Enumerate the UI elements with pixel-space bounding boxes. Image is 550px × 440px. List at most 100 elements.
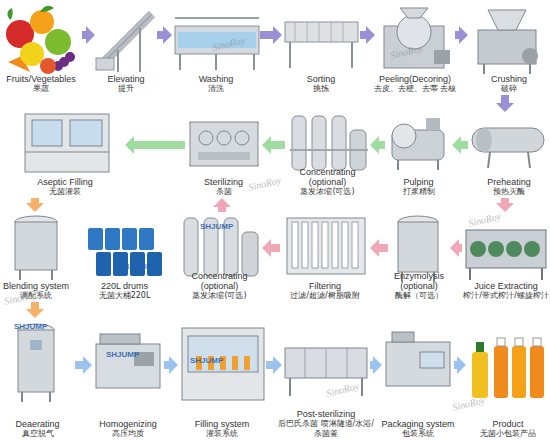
aseptic-filler-picture [32, 120, 62, 146]
belt-press-picture [470, 241, 486, 257]
step-caption: Concentrating (optional)蒸发浓缩(可选) [281, 167, 374, 197]
filling-machine-picture [232, 356, 238, 370]
packaging-machine-picture [386, 332, 450, 386]
watermark: SinoRoy [211, 34, 246, 53]
sorter-picture [285, 22, 358, 68]
process-step: Elevating提升 [95, 0, 157, 95]
watermark: SinoRoy [247, 174, 282, 193]
drums-picture [122, 228, 137, 250]
step-name-zh: 果蔬 [0, 84, 86, 94]
step-name-zh: 包装系统 [378, 429, 458, 439]
sterilizer-picture [198, 152, 250, 160]
flow-arrow [370, 136, 385, 154]
homogenizer-picture [134, 352, 154, 366]
filter-picture [332, 222, 338, 268]
process-step: 220L drums无菌大桶220L [82, 212, 167, 302]
process-step: Washing清洗 [172, 0, 260, 95]
product-bottles-picture [530, 346, 544, 398]
product-bottles-picture [472, 338, 544, 398]
sterilizer-picture [190, 122, 258, 166]
product-bottles-picture [472, 352, 488, 398]
flow-arrow [360, 26, 375, 44]
filling-machine-picture [182, 328, 264, 400]
preheater-picture [472, 128, 544, 168]
elevator-picture [139, 28, 141, 72]
step-name-zh: 真空脱气 [0, 429, 79, 439]
pulper-picture [397, 160, 399, 170]
product-bottles-picture [533, 338, 541, 346]
crusher-picture [522, 48, 538, 64]
tunnel-picture [285, 348, 367, 396]
process-step: Sterilizing杀菌 [185, 112, 262, 198]
watermark: SHJUMP [118, 262, 151, 271]
fruit-picture [65, 52, 75, 62]
homogenizer-picture [100, 334, 140, 344]
tunnel-picture [305, 348, 306, 378]
step-name-zh: 后巴氏杀菌 喷淋隧道/水浴/杀菌釜 [278, 419, 374, 439]
sorter-picture [307, 22, 308, 42]
filter-picture [312, 222, 318, 268]
process-step: Preheating预热灭酶 [468, 112, 550, 198]
step-name: 220L drums [78, 281, 171, 291]
process-step: Crushing破碎 [468, 0, 550, 95]
flow-arrow [260, 26, 282, 44]
flow-arrow [26, 302, 44, 318]
step-caption: Packaging system包装系统 [378, 419, 458, 439]
filter-picture [287, 218, 365, 274]
step-name-zh: 打浆精制 [381, 187, 456, 197]
belt-press-picture [469, 268, 471, 280]
drums-picture [88, 228, 162, 276]
step-name: Packaging system [378, 419, 458, 429]
flow-arrow [496, 198, 514, 212]
filter-picture [352, 222, 358, 268]
step-name-zh: 预热灭酶 [464, 187, 550, 197]
watermark: SHJUMP [14, 322, 47, 331]
step-caption: Homogenizing高压均质 [88, 419, 168, 439]
process-step: Concentrating (optional)蒸发浓缩(可选) [285, 112, 370, 198]
step-name-zh: 去皮、去梗、去蒂 去核 [371, 84, 459, 94]
step-name: Fruits/Vegetables [0, 74, 86, 84]
washer-picture [175, 17, 259, 19]
peeler-picture [384, 8, 450, 68]
deaerator-picture [49, 392, 51, 402]
packaging-machine-picture [420, 352, 444, 368]
product-bottles-picture [494, 346, 508, 398]
flow-arrow [454, 356, 466, 374]
watermark: SinoRoy [325, 380, 360, 399]
flow-arrow [75, 356, 92, 374]
process-step: Peeling(Decoring)去皮、去梗、去蒂 去核 [375, 0, 455, 95]
watermark: SHJUMP [200, 222, 233, 231]
step-name-zh: 提升 [91, 84, 161, 94]
step-name-zh: 榨汁/带式榨汁/螺旋榨汁 [458, 291, 550, 301]
peeler-picture [400, 8, 428, 18]
filter-picture [342, 222, 348, 268]
preheater-picture [476, 128, 492, 152]
process-step: Filtering过滤/超滤/树脂吸附 [280, 212, 370, 302]
flow-arrow [450, 239, 462, 257]
aseptic-filler-picture [25, 114, 109, 172]
step-name-zh: 无菌小包装产品 [462, 429, 550, 439]
step-name: Preheating [464, 177, 550, 187]
watermark: SHJUMP [190, 356, 223, 365]
pulper-picture [437, 160, 439, 170]
drums-picture [88, 228, 103, 250]
step-caption: Blending system调配系统 [0, 281, 76, 301]
tunnel-picture [289, 378, 291, 396]
pulper-picture [392, 124, 416, 148]
preheater-picture [528, 152, 530, 168]
aseptic-filler-picture [70, 120, 102, 146]
homogenizer-picture [96, 334, 160, 388]
belt-press-picture [524, 241, 540, 257]
washer-picture [175, 18, 259, 70]
process-step: Deaerating真空脱气 [0, 318, 75, 440]
flow-arrow [455, 26, 468, 44]
filter-picture [292, 222, 298, 268]
fruit-picture [6, 6, 75, 74]
fruit-picture [40, 6, 54, 12]
process-step: Juice Extracting榨汁/带式榨汁/螺旋榨汁 [462, 212, 550, 302]
step-caption: Aseptic Filling无菌灌装 [1, 177, 129, 197]
step-name-zh: 蒸发浓缩(可选) [281, 187, 374, 197]
step-name: Post-sterilizing [278, 409, 374, 419]
product-bottles-picture [476, 342, 484, 352]
process-step: Pulping打浆精制 [385, 112, 452, 198]
